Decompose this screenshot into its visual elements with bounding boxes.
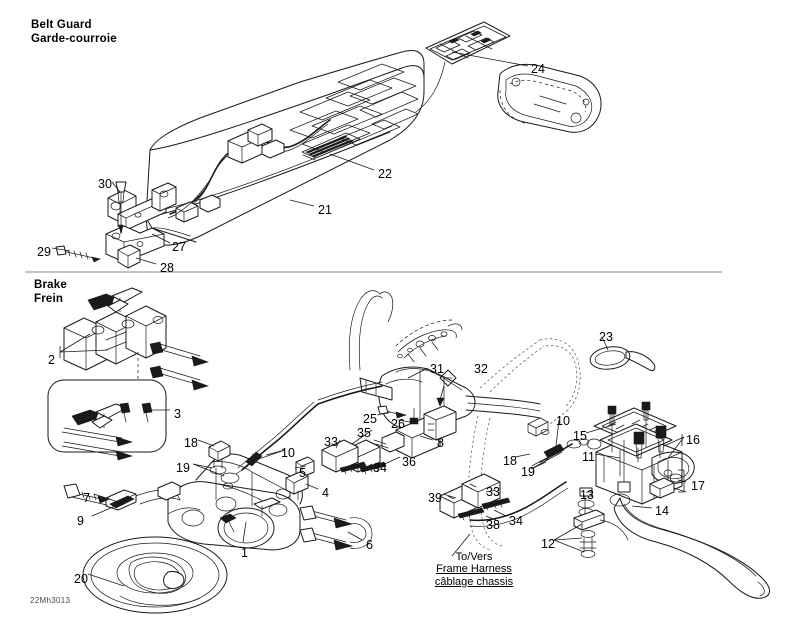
harness-connector-mid [527, 417, 550, 437]
brake-title-en: Brake [34, 279, 67, 291]
callout-22: 22 [378, 167, 392, 181]
callout-8: 8 [437, 436, 444, 450]
screws-25-26 [377, 405, 419, 425]
callout-21: 21 [318, 203, 332, 217]
callout-11: 11 [582, 450, 595, 464]
handlebar-cluster [395, 319, 463, 363]
brake-lever-14 [609, 493, 770, 599]
console-bracket [497, 63, 602, 133]
connector-33-left [321, 439, 367, 475]
callout-34: 34 [373, 461, 387, 475]
banjo-fitting-left [208, 440, 249, 490]
callout-18: 18 [503, 454, 517, 468]
callout-33: 33 [486, 485, 500, 499]
bolt-7 [63, 483, 111, 506]
callout-13: 13 [580, 488, 594, 502]
belt-guard-title-fr: Garde-courroie [31, 32, 117, 45]
pad-pin-screws [137, 341, 209, 391]
callout-2: 2 [48, 353, 55, 367]
belt-guard-decal-22 [301, 132, 361, 161]
callout-29: 29 [37, 245, 51, 259]
callout-35: 35 [357, 426, 371, 440]
callout-7: 7 [83, 491, 90, 505]
harness-note-line1: To/Vers [455, 551, 493, 563]
callout-17: 17 [691, 479, 705, 493]
bracket-28 [105, 225, 165, 269]
callout-24: 24 [531, 62, 545, 76]
connector-33-lower [461, 473, 511, 511]
callout-31: 31 [430, 362, 444, 376]
callout-26: 26 [391, 417, 405, 431]
callout-1: 1 [241, 546, 248, 560]
callout-19: 19 [521, 465, 535, 479]
callout-27: 27 [172, 240, 186, 254]
lever-hardware-12-13 [573, 487, 629, 558]
callout-38: 38 [486, 518, 500, 532]
callout-34: 34 [509, 514, 523, 528]
callout-9: 9 [77, 514, 84, 528]
callout-20: 20 [74, 572, 88, 586]
bracket-17-marker [678, 469, 685, 493]
pin-30 [115, 181, 127, 235]
callout-15: 15 [573, 429, 587, 443]
belt-guard-title-en: Belt Guard [31, 19, 92, 31]
brake-disc-20 [82, 536, 228, 614]
callout-30: 30 [98, 177, 112, 191]
callout-23: 23 [599, 330, 613, 344]
support-bracket-27 [107, 182, 177, 231]
screw-29 [55, 245, 101, 263]
bracket-9 [105, 481, 181, 511]
tie-wrap-23 [589, 346, 656, 371]
brake-title-fr: Frein [34, 292, 64, 305]
repair-kit-box-3 [47, 379, 167, 461]
hose-right-lower [469, 481, 567, 522]
callout-25: 25 [363, 412, 377, 426]
belt-guard-clamp-lower [175, 194, 221, 223]
brake-line-main [317, 385, 383, 405]
grease-point-32 [436, 369, 457, 407]
callout-3: 3 [174, 407, 181, 421]
belt-guard-body [145, 50, 425, 246]
sheet-reference-code: 22Mh3013 [30, 596, 71, 605]
callout-10: 10 [556, 414, 570, 428]
callout-16: 16 [686, 433, 700, 447]
callout-4: 4 [322, 486, 329, 500]
brake-caliper-1 [167, 453, 303, 551]
callout-6: 6 [366, 538, 373, 552]
warning-decal-24 [425, 21, 511, 65]
callout-28: 28 [160, 261, 174, 275]
connector-8-group [373, 405, 457, 459]
clamp-16 [633, 425, 695, 485]
belt-guard-clamp [227, 123, 285, 164]
brake-pads-2 [63, 287, 167, 371]
bleeder-assembly [285, 456, 315, 501]
caliper-bolts-6 [299, 505, 373, 551]
banjo-fitting-right [531, 438, 602, 467]
switch-17 [649, 469, 687, 499]
harness-note-line2: Frame Harness [436, 563, 512, 576]
callout-36: 36 [402, 455, 416, 469]
callout-19: 19 [176, 461, 190, 475]
reservoir-screws [607, 401, 651, 493]
callout-39: 39 [428, 491, 442, 505]
master-cylinder-11 [573, 401, 770, 599]
callout-14: 14 [655, 504, 669, 518]
belt-guard-vent-panel [289, 63, 419, 153]
harness-note-line3: câblage chassis [434, 575, 514, 588]
frame-harness-note: To/Vers Frame Harness câblage chassis [416, 551, 532, 588]
leader-lines [51, 51, 687, 587]
callout-32: 32 [474, 362, 488, 376]
harness-note-leader [451, 533, 471, 557]
callout-33: 33 [324, 435, 338, 449]
callout-12: 12 [541, 537, 555, 551]
callout-10: 10 [281, 446, 295, 460]
callout-5: 5 [299, 466, 306, 480]
callout-18: 18 [184, 436, 198, 450]
